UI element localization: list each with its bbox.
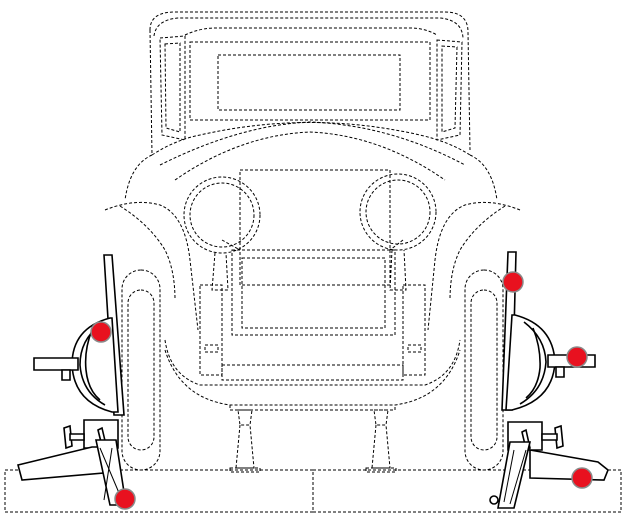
marker-right-foot[interactable]	[571, 467, 593, 489]
marker-right-bar-top[interactable]	[502, 271, 524, 293]
marker-right-arm[interactable]	[566, 346, 588, 368]
marker-left-foot[interactable]	[114, 488, 136, 510]
wheel-left	[121, 269, 161, 471]
jack-stand-right	[365, 409, 397, 473]
marker-left-head[interactable]	[90, 321, 112, 343]
jack-stand-left	[229, 409, 261, 473]
headlight-right	[359, 173, 437, 291]
alignment-head-left	[17, 254, 127, 506]
headlight-left	[183, 176, 261, 291]
markers	[90, 271, 593, 510]
radiator-grille	[221, 169, 404, 336]
lift-platform	[4, 469, 622, 513]
car-body-outline	[104, 11, 521, 411]
wheel-right	[464, 269, 504, 471]
